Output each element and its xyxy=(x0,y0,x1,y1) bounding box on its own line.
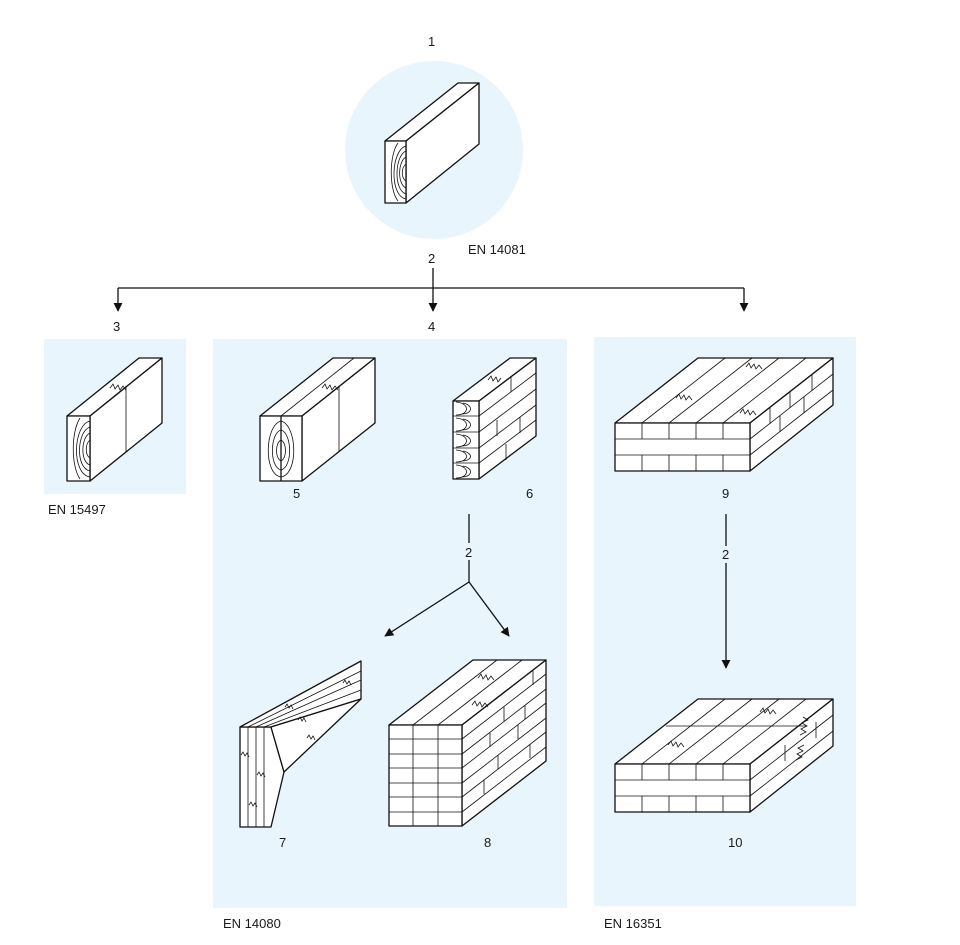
clt-panel-icon xyxy=(614,698,834,813)
label-2-top: 2 xyxy=(428,251,435,266)
label-4: 4 xyxy=(428,319,435,334)
duo-timber-icon xyxy=(259,357,376,482)
label-5: 5 xyxy=(293,486,300,501)
standard-left: EN 15497 xyxy=(48,502,106,517)
standard-middle: EN 14080 xyxy=(223,916,281,931)
label-6: 6 xyxy=(526,486,533,501)
standard-right: EN 16351 xyxy=(604,916,662,931)
label-9: 9 xyxy=(722,486,729,501)
label-3: 3 xyxy=(113,319,120,334)
standard-top: EN 14081 xyxy=(468,242,526,257)
glulam-block-icon xyxy=(388,659,547,827)
label-2-right: 2 xyxy=(722,547,729,562)
label-7: 7 xyxy=(279,835,286,850)
label-10: 10 xyxy=(728,835,742,850)
finger-jointed-timber-icon xyxy=(66,357,163,482)
label-2-middle: 2 xyxy=(465,545,472,560)
tapered-glulam-icon xyxy=(239,660,362,828)
glulam-stack-icon xyxy=(452,357,537,480)
label-8: 8 xyxy=(484,835,491,850)
label-1: 1 xyxy=(428,34,435,49)
block-glulam-panel-icon xyxy=(614,357,834,472)
sawn-timber-icon xyxy=(384,82,480,204)
